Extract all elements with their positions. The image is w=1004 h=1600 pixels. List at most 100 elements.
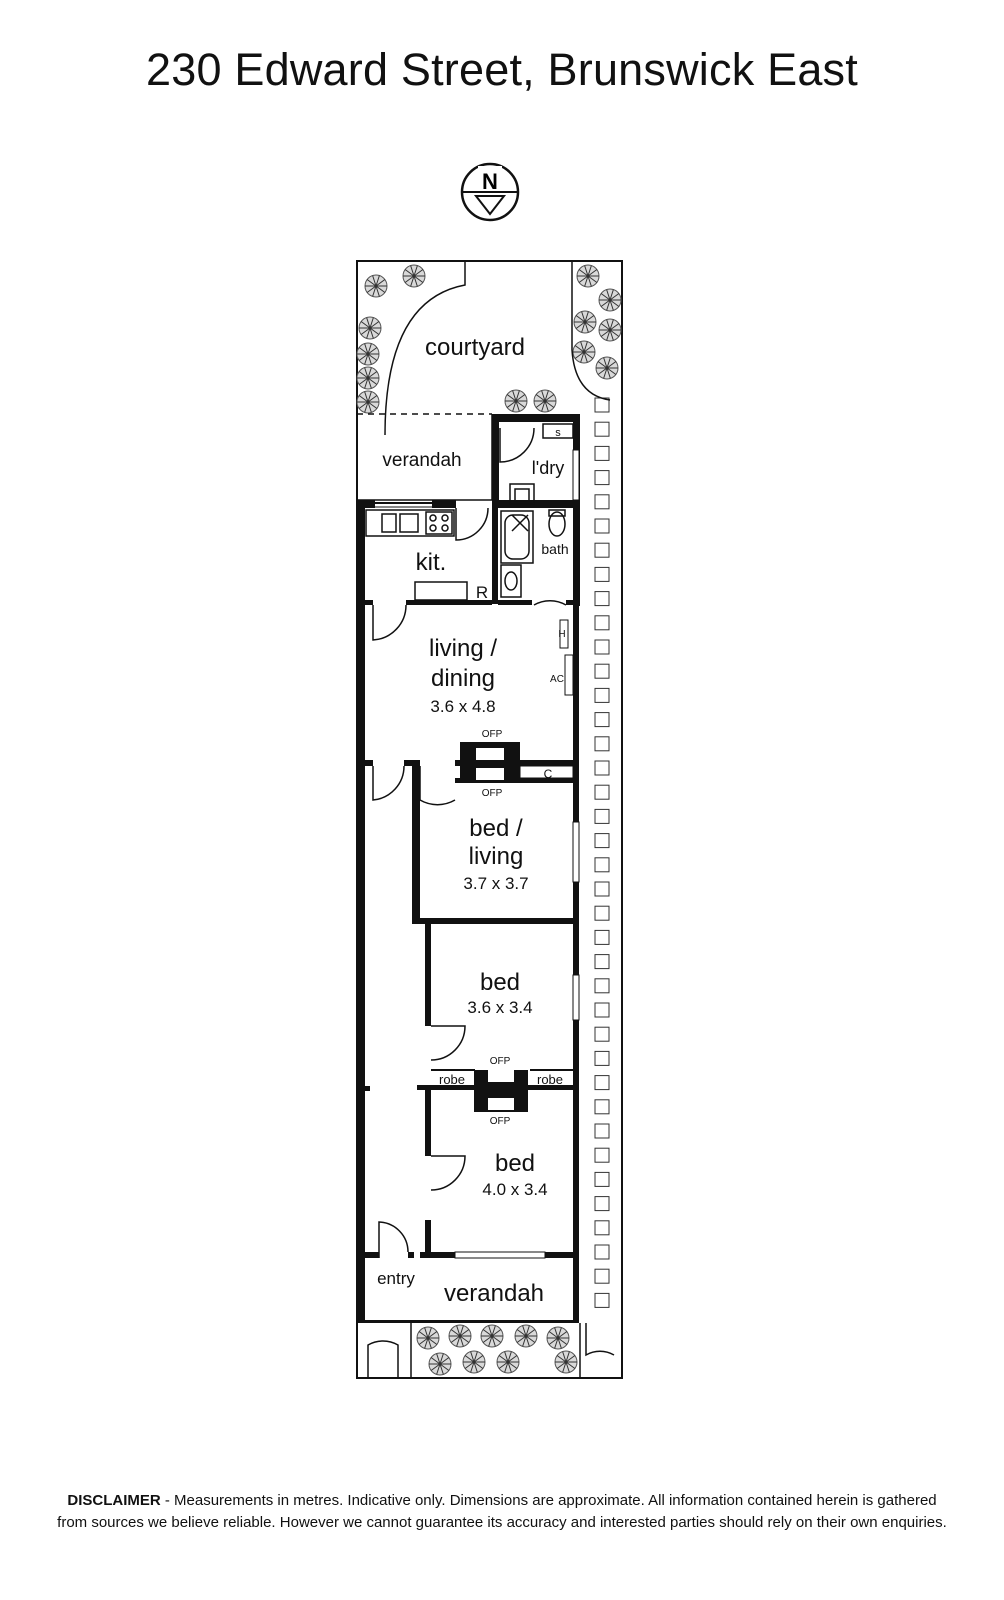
fence-post: [594, 1268, 610, 1284]
label-fridge: R: [476, 583, 488, 602]
fence-post: [594, 1002, 610, 1018]
fence-post: [594, 542, 610, 558]
shrub-icon: [598, 288, 622, 312]
fence-post: [594, 1050, 610, 1066]
shrub-icon: [514, 1324, 538, 1348]
fence-post: [594, 905, 610, 921]
label-bed-living-2: living: [469, 843, 524, 870]
label-robe-right: robe: [537, 1072, 563, 1087]
label-laundry: l'dry: [532, 458, 564, 478]
fence-post: [594, 663, 610, 679]
fence-post: [594, 687, 610, 703]
label-entry: entry: [377, 1269, 415, 1288]
shrub-icon: [356, 342, 380, 366]
fence-post: [594, 421, 610, 437]
label-ofp-2-bottom: OFP: [490, 1116, 511, 1127]
label-ofp-1-top: OFP: [482, 729, 503, 740]
fence-post: [594, 954, 610, 970]
label-bed-2: bed: [480, 969, 520, 996]
shrub-icon: [496, 1350, 520, 1374]
fence-post: [594, 1026, 610, 1042]
fence-post: [594, 591, 610, 607]
fence-post: [594, 566, 610, 582]
fence-post: [594, 1147, 610, 1163]
fence-post: [594, 1244, 610, 1260]
windows: [454, 449, 580, 1259]
shrub-icon: [448, 1324, 472, 1348]
fence-post: [594, 615, 610, 631]
fence-post: [594, 736, 610, 752]
fence-post: [594, 808, 610, 824]
fence-post: [594, 881, 610, 897]
fence-post: [594, 1292, 610, 1308]
shrub-icon: [554, 1350, 578, 1374]
disclaimer-text-1: - Measurements in metres. Indicative onl…: [160, 1492, 937, 1509]
fence-post: [594, 1196, 610, 1212]
fence-post: [594, 978, 610, 994]
kitchen-fixtures: [365, 509, 468, 601]
fence-post: [594, 1099, 610, 1115]
disclaimer: DISCLAIMER - Measurements in metres. Ind…: [20, 1490, 984, 1534]
label-living-dining-2: dining: [431, 665, 495, 692]
shrub-icon: [356, 366, 380, 390]
shrub-icon: [480, 1324, 504, 1348]
label-bed-3: bed: [495, 1150, 535, 1177]
disclaimer-line-1: DISCLAIMER - Measurements in metres. Ind…: [20, 1490, 984, 1512]
fence-post: [594, 639, 610, 655]
shrub-icon: [462, 1350, 486, 1374]
label-verandah-front: verandah: [444, 1280, 544, 1307]
shrub-icon: [358, 316, 382, 340]
fence-post: [594, 1075, 610, 1091]
side-fence: [594, 397, 610, 1308]
shrub-icon: [533, 389, 557, 413]
label-heater: H: [558, 629, 565, 640]
dim-bed-living: 3.7 x 3.7: [463, 874, 528, 893]
fence-post: [594, 470, 610, 486]
courtyard-bed-edge: [571, 262, 611, 401]
shrub-icon: [595, 356, 619, 380]
shrub-icon: [356, 390, 380, 414]
shrub-icon: [364, 274, 388, 298]
fence-post: [594, 857, 610, 873]
fence-post: [594, 494, 610, 510]
label-robe-left: robe: [439, 1072, 465, 1087]
shrub-icon: [572, 340, 596, 364]
disclaimer-text-2: from sources we believe reliable. Howeve…: [57, 1514, 947, 1531]
label-courtyard: courtyard: [425, 334, 525, 361]
garden-shrubs: [356, 264, 622, 1376]
shrub-icon: [576, 264, 600, 288]
shrub-icon: [428, 1352, 452, 1376]
fireplace-icon: [460, 742, 528, 1112]
fence-post: [594, 712, 610, 728]
dim-living-dining: 3.6 x 4.8: [430, 697, 495, 716]
fence-post: [594, 518, 610, 534]
label-bed-living-1: bed /: [469, 815, 523, 842]
shrub-icon: [573, 310, 597, 334]
fence-post: [594, 760, 610, 776]
label-living-dining-1: living /: [429, 635, 497, 662]
shrub-icon: [416, 1326, 440, 1350]
door-swings: [367, 427, 615, 1378]
fence-post: [594, 1171, 610, 1187]
disclaimer-label: DISCLAIMER: [67, 1492, 161, 1509]
label-shower: s: [555, 427, 561, 439]
label-bath: bath: [541, 541, 568, 557]
label-ofp-2-top: OFP: [490, 1056, 511, 1067]
label-verandah-rear: verandah: [382, 450, 461, 471]
label-aircon: AC: [550, 674, 564, 685]
fence-post: [594, 1123, 610, 1139]
fence-post: [594, 784, 610, 800]
dim-bed-3: 4.0 x 3.4: [482, 1180, 547, 1199]
courtyard-path: [384, 262, 466, 436]
label-kitchen: kit.: [416, 549, 447, 576]
page-title: 230 Edward Street, Brunswick East: [146, 44, 858, 95]
bath-fixtures: [500, 423, 574, 598]
shrub-icon: [598, 318, 622, 342]
fence-post: [594, 445, 610, 461]
fence-post: [594, 1220, 610, 1236]
shrub-icon: [546, 1326, 570, 1350]
fence-post: [594, 929, 610, 945]
dim-bed-2: 3.6 x 3.4: [467, 998, 532, 1017]
north-compass-icon: N: [460, 162, 520, 222]
